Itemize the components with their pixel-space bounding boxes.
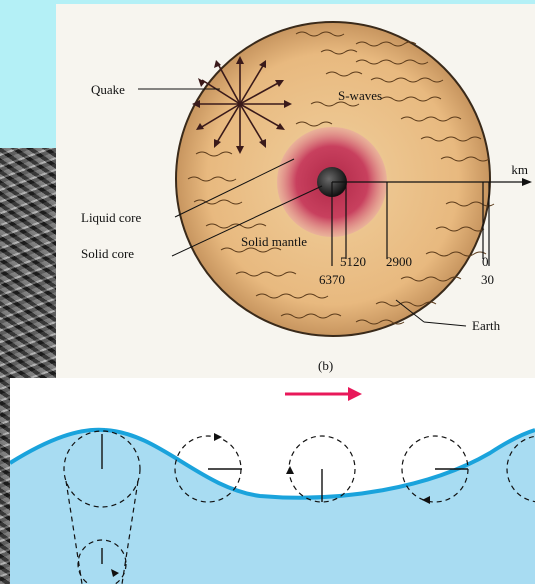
direction-arrow-head — [348, 387, 362, 401]
water-wave-diagram — [10, 378, 535, 584]
earth-structure-diagram: Quake S-waves km Liquid core Solid core … — [56, 4, 535, 384]
tick-label-0: 0 — [482, 254, 489, 269]
wave-svg — [10, 378, 535, 584]
earth-label: Earth — [472, 318, 501, 333]
liquid-core-label: Liquid core — [81, 210, 142, 225]
tick-label-6370: 6370 — [319, 272, 345, 287]
quake-label: Quake — [91, 82, 125, 97]
water-body — [10, 430, 535, 584]
km-label: km — [511, 162, 528, 177]
km-arrowhead — [522, 178, 532, 186]
solid-mantle-label: Solid mantle — [241, 234, 307, 249]
tick-label-30: 30 — [481, 272, 494, 287]
earth-svg: Quake S-waves km Liquid core Solid core … — [56, 4, 535, 384]
solid-core-label: Solid core — [81, 246, 134, 261]
panel-caption: (b) — [318, 358, 333, 373]
s-waves-label: S-waves — [338, 88, 382, 103]
tick-label-2900: 2900 — [386, 254, 412, 269]
tick-label-5120: 5120 — [340, 254, 366, 269]
